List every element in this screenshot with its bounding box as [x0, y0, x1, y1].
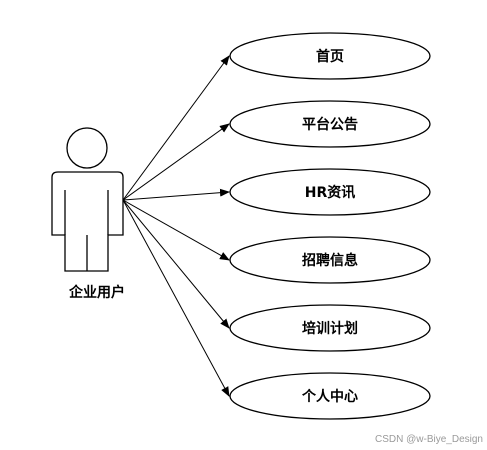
actor-figure [51, 127, 124, 272]
use-case-label-1: 首页 [316, 48, 344, 65]
actor-body [51, 171, 124, 272]
use-case-ellipse-2 [229, 100, 431, 148]
use-case-ellipse-1 [229, 32, 431, 80]
actor-head [66, 127, 108, 169]
use-case-label-5: 培训计划 [302, 320, 358, 337]
use-case-ellipse-3 [229, 168, 431, 216]
actor-label: 企业用户 [68, 284, 125, 301]
use-case-ellipse-5 [229, 304, 431, 352]
association-arrow-3 [122, 188, 230, 201]
use-case-label-4: 招聘信息 [302, 252, 358, 269]
use-case-ellipse-4 [229, 236, 431, 284]
use-case-label-3: HR资讯 [305, 184, 356, 201]
use-case-label-2: 平台公告 [302, 116, 358, 133]
association-arrow-5 [122, 199, 230, 329]
use-case-label-6: 个人中心 [301, 388, 358, 405]
use-case-ellipse-6 [229, 372, 431, 420]
watermark: CSDN @w-Biye_Design [375, 434, 483, 445]
association-arrow-1 [122, 55, 230, 201]
connector-group [122, 55, 230, 397]
association-arrow-4 [122, 199, 230, 261]
association-arrow-6 [122, 199, 230, 397]
association-arrow-2 [122, 123, 230, 201]
